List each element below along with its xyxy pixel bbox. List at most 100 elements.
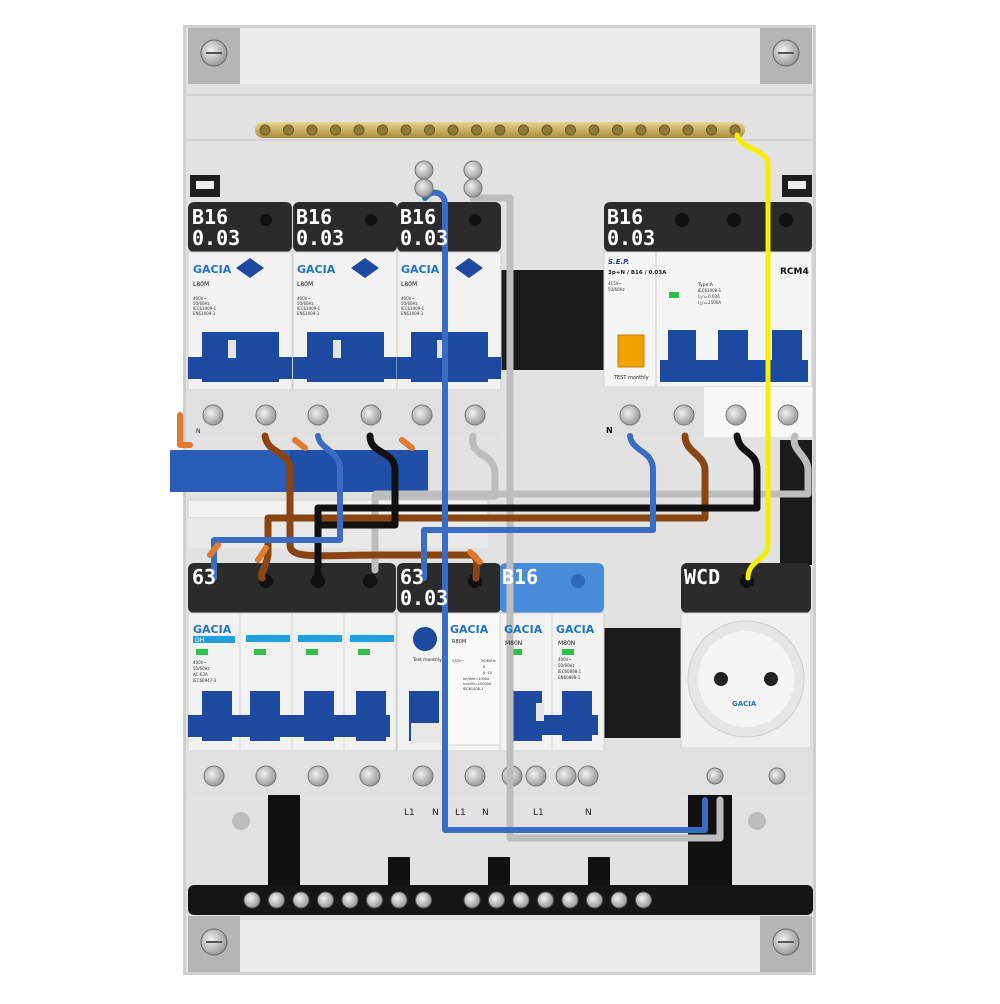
rcd-spec-5: Icn/dIn=10000A xyxy=(463,682,492,686)
top-breaker-2-spec-0: 400V~ xyxy=(297,296,311,301)
corner-screw-top-left xyxy=(188,28,240,84)
sep-sensitivity: 0.03 xyxy=(607,226,655,250)
top-breaker-1-sensitivity: 0.03 xyxy=(192,226,240,250)
main-switch-spec-3: IEC60947-3 xyxy=(193,678,217,683)
main-switch-spec-2: AC-63A xyxy=(193,672,208,677)
sep-spec-1: 50/60Hz xyxy=(608,287,625,292)
top-breaker-2-model: L80M xyxy=(297,281,313,288)
terminal-screw xyxy=(317,891,334,909)
terminal-screw xyxy=(635,891,652,909)
sep-type-2: I△n=0.03A xyxy=(698,294,720,299)
top-breaker-3-spec-2: IEC61009-1 xyxy=(401,306,425,311)
main-switch-rating: 63 xyxy=(192,565,216,589)
busbar-screw xyxy=(447,124,459,136)
mcb-spec-2: IEC60898-1 xyxy=(558,669,582,674)
mcb-spec-0: 400V~ xyxy=(558,657,572,662)
busbar-screw xyxy=(353,124,365,136)
busbar-screw xyxy=(588,124,600,136)
top-breaker-2-spec-2: IEC61009-1 xyxy=(297,306,321,311)
top-breaker-2-spec-3: EN61009-1 xyxy=(297,311,320,316)
sep-type-3: I△n=2500A xyxy=(698,300,721,305)
main-switch-spec-1: 50/60Hz xyxy=(193,666,210,671)
busbar-screw xyxy=(400,124,412,136)
busbar-screw xyxy=(424,124,435,136)
rcd-model: R80M xyxy=(452,639,466,645)
sep-terminal-label: N xyxy=(606,426,613,435)
busbar-screw xyxy=(283,124,294,136)
terminal-screw xyxy=(268,891,285,909)
top-breaker-1-terminal-label: N xyxy=(196,428,201,435)
sep-brand: S.E.P. xyxy=(608,258,629,266)
rcd-rating: 63 xyxy=(400,565,424,589)
sep-model: RCM4 xyxy=(780,267,809,277)
top-breaker-3-spec-0: 400V~ xyxy=(401,296,415,301)
top-breaker-3-model: L80M xyxy=(401,281,417,288)
terminal-label-1: L1 xyxy=(404,808,415,818)
earth-busbar xyxy=(255,122,745,138)
sep-type-0: Type:A xyxy=(697,282,714,288)
top-breaker-2-spec-1: 50/60Hz xyxy=(297,301,314,306)
top-breaker-1-spec-3: EN61009-1 xyxy=(193,311,216,316)
rcd-spec-2: A xyxy=(483,665,486,669)
mcb-spec-3: EN60898-1 xyxy=(558,675,581,680)
rcd-spec-3: 6 ·10 xyxy=(483,671,492,675)
top-breaker-2 xyxy=(292,202,398,438)
busbar-screw xyxy=(471,124,482,136)
busbar-screw xyxy=(706,124,717,136)
mcb-model-2: M80N xyxy=(558,640,575,647)
terminal-screw xyxy=(366,891,383,909)
busbar-screw xyxy=(612,124,623,136)
terminal-screw xyxy=(586,891,603,909)
top-breaker-1-spec-1: 50/60Hz xyxy=(193,301,210,306)
socket-label: WCD xyxy=(684,565,720,589)
sep-rating: B16 xyxy=(607,205,643,229)
busbar-screw xyxy=(259,124,271,136)
busbar-screw xyxy=(518,124,529,136)
top-breaker-2-rating: B16 xyxy=(296,205,332,229)
top-breaker-3-brand: GACIA xyxy=(401,263,440,276)
terminal-screw xyxy=(488,891,505,909)
terminal-screw xyxy=(415,891,432,909)
main-switch xyxy=(187,563,397,795)
mcb-rating: B16 xyxy=(502,565,538,589)
main-switch-badge: DH xyxy=(195,637,204,644)
busbar-screw xyxy=(541,124,553,136)
mcb-brand-1: GACIA xyxy=(504,623,543,636)
sep-title: 3p+N / B16 / 0.03A xyxy=(608,270,667,276)
terminal-screw xyxy=(561,891,579,909)
rcd-brand: GACIA xyxy=(450,623,489,636)
busbar-screw xyxy=(659,124,670,136)
busbar-screw xyxy=(635,124,647,136)
terminal-label-6: N xyxy=(585,808,592,818)
top-breaker-1 xyxy=(187,202,293,438)
bottom-busbars xyxy=(188,795,813,915)
terminal-screw xyxy=(512,891,530,909)
terminal-screw xyxy=(243,891,261,909)
busbar-screw xyxy=(330,124,341,136)
busbar-screw xyxy=(682,124,694,136)
mcb-spec-1: 50/60Hz xyxy=(558,663,575,668)
mcb-brand-2: GACIA xyxy=(556,623,595,636)
sep-spec-0: 415V~ xyxy=(608,281,622,286)
terminal-screw xyxy=(537,891,554,909)
corner-screw-bottom-right xyxy=(760,916,812,972)
bottom-mcb xyxy=(499,563,605,795)
rcd-sensitivity: 0.03 xyxy=(400,586,448,610)
mcb-model-1: M80N xyxy=(505,640,522,647)
top-breaker-1-spec-2: IEC61009-1 xyxy=(193,306,217,311)
busbar-screw xyxy=(377,124,388,136)
rcd-spec-4: Im/dIm=1000A xyxy=(463,677,490,681)
terminal-label-2: N xyxy=(432,808,439,818)
top-breaker-3-spec-1: 50/60Hz xyxy=(401,301,418,306)
busbar-screw xyxy=(565,124,576,136)
main-switch-spec-0: 400V~ xyxy=(193,660,207,665)
terminal-screw xyxy=(341,891,359,909)
terminal-screw xyxy=(610,891,628,909)
terminal-label-5: L1 xyxy=(533,808,544,818)
top-breaker-3 xyxy=(396,202,502,438)
top-breaker-3-spec-3: EN61009-1 xyxy=(401,311,424,316)
rcd-spec-0: 230V~ xyxy=(452,659,464,663)
corner-screw-top-right xyxy=(760,28,812,84)
top-breaker-2-sensitivity: 0.03 xyxy=(296,226,344,250)
